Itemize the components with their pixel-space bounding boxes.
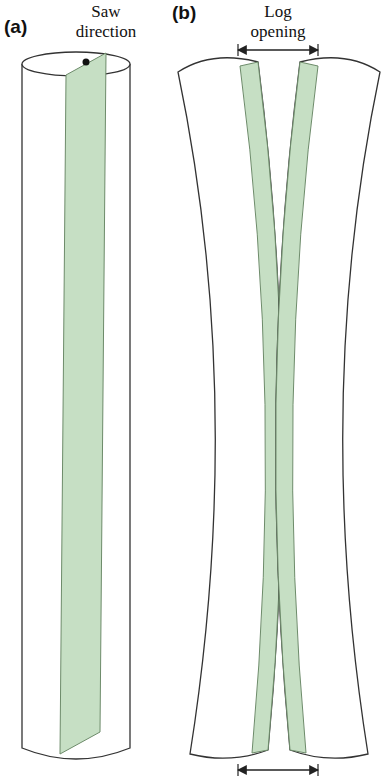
- panel-label: (b): [172, 2, 196, 24]
- panel-label: (a): [4, 16, 27, 38]
- log-half: [178, 58, 282, 758]
- saw-plane: [60, 53, 106, 754]
- pith-dot: [83, 59, 90, 66]
- opening-arrow: [238, 49, 318, 50]
- log-cylinder: [22, 52, 130, 759]
- opening-arrow: [238, 769, 318, 770]
- caption-note: Saw direction: [76, 2, 136, 42]
- log-half: [276, 58, 380, 758]
- caption-note: Log opening: [251, 2, 306, 42]
